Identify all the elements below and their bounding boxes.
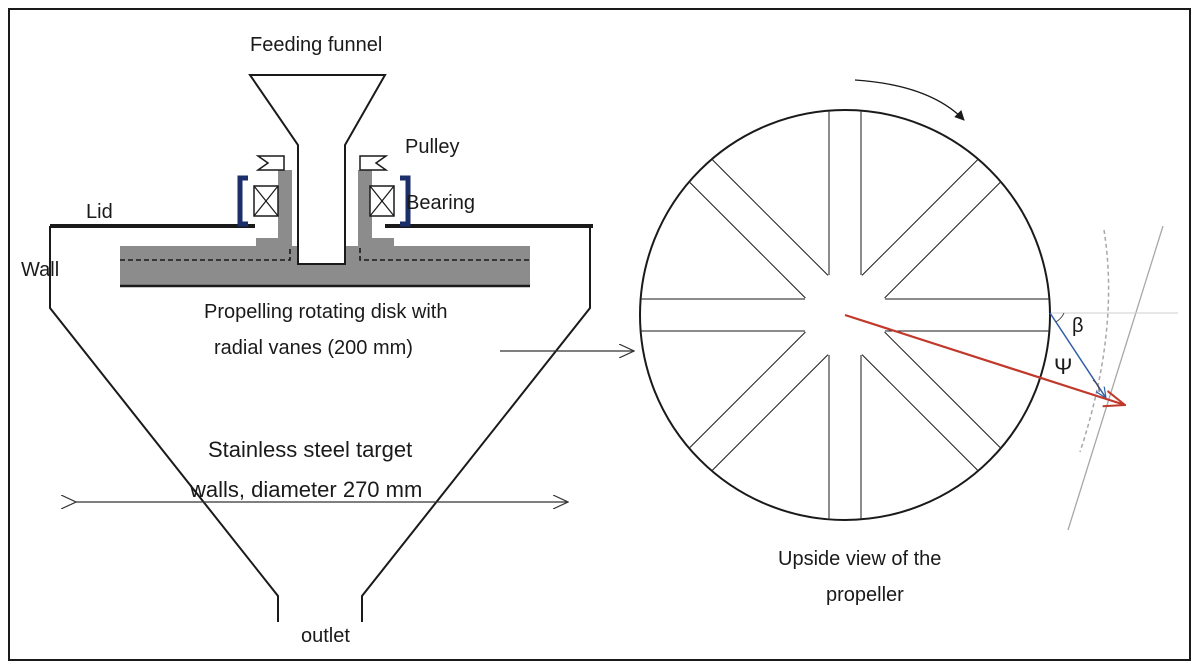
bracket-right <box>400 175 411 227</box>
vane-edge <box>712 159 829 276</box>
label-wall: Wall <box>21 259 59 281</box>
vane-edge <box>861 354 978 471</box>
label-target-line1: Stainless steel target <box>208 437 412 462</box>
vane-edge <box>712 354 829 471</box>
label-feeding-funnel: Feeding funnel <box>250 34 382 56</box>
trajectory-dashed <box>1079 229 1110 453</box>
label-beta: β <box>1072 315 1084 337</box>
label-target-line2: walls, diameter 270 mm <box>189 477 422 502</box>
label-pulley: Pulley <box>405 136 459 158</box>
beta-arc <box>1055 312 1065 323</box>
feeding-funnel <box>248 74 387 265</box>
shaft-collar-right <box>358 238 394 248</box>
tangent-guide <box>1067 225 1164 531</box>
pulley-right <box>359 155 389 171</box>
label-upside-line1: Upside view of the <box>778 548 941 570</box>
shaft-left <box>278 170 292 248</box>
label-bearing: Bearing <box>406 192 475 214</box>
pulley-left <box>255 155 285 171</box>
vane-edge <box>884 331 1001 448</box>
frame-border <box>8 8 1191 661</box>
label-upside-line2: propeller <box>826 584 904 606</box>
psi-arc <box>1092 379 1100 393</box>
radial-vanes <box>641 111 1049 519</box>
shaft-collar-left <box>256 238 292 248</box>
vane-edge <box>861 159 978 276</box>
vessel-wall <box>49 226 591 622</box>
vane-edge <box>689 331 806 448</box>
shaft-right <box>358 170 372 248</box>
side-view <box>49 74 634 622</box>
label-outlet: outlet <box>301 625 350 647</box>
label-disk-line2: radial vanes (200 mm) <box>214 337 413 359</box>
label-psi: Ψ <box>1054 354 1072 379</box>
upside-view <box>639 79 1178 531</box>
bearing-left <box>253 185 279 217</box>
label-disk-line1: Propelling rotating disk with <box>204 301 447 323</box>
vane-edge <box>884 182 1001 299</box>
vane-edge <box>689 182 806 299</box>
velocity-vector <box>844 313 1125 405</box>
rotation-arrow <box>854 79 965 121</box>
bearing-right <box>369 185 395 217</box>
bracket-left <box>237 175 248 227</box>
label-lid: Lid <box>86 201 113 223</box>
